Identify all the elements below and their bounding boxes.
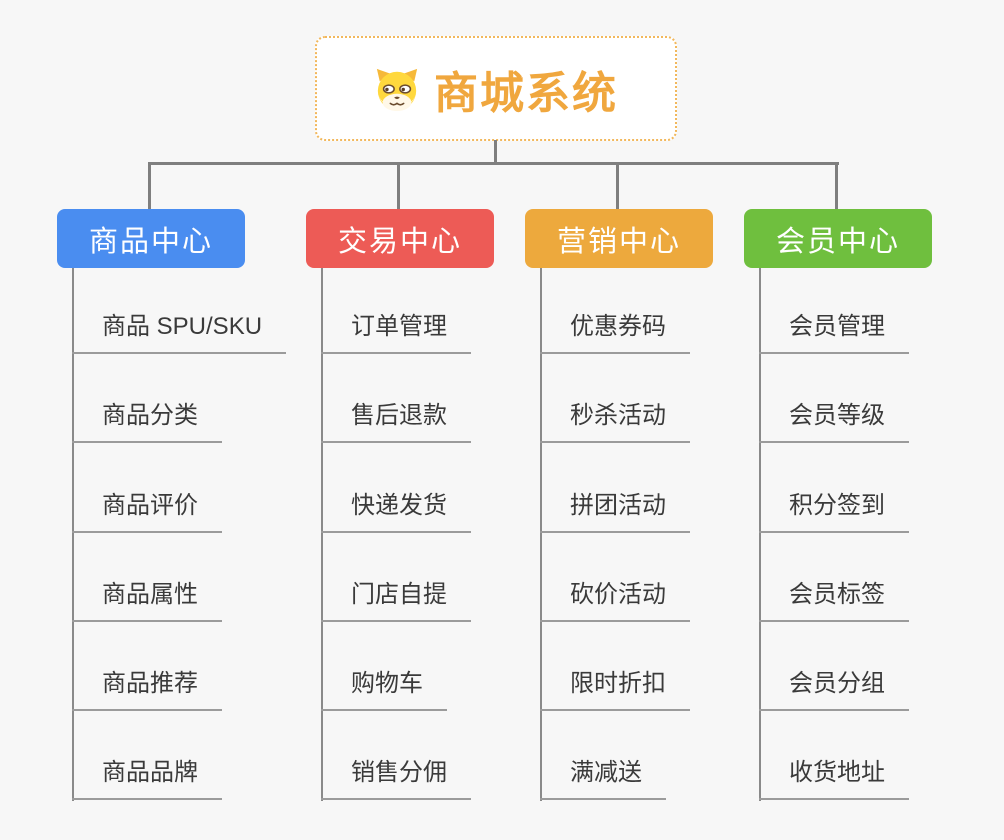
tree-node[interactable]: 销售分佣: [321, 758, 471, 801]
tree-node[interactable]: 商品推荐: [72, 669, 222, 712]
tree-node[interactable]: 满减送: [540, 758, 666, 801]
tree-node[interactable]: 快递发货: [321, 491, 471, 533]
connector-drop-trade: [397, 163, 400, 210]
connector-root-stub: [494, 140, 497, 163]
tree-node[interactable]: 砍价活动: [540, 580, 690, 622]
tree-node[interactable]: 拼团活动: [540, 491, 690, 533]
tree-node[interactable]: 会员标签: [759, 580, 909, 622]
tree-node[interactable]: 订单管理: [321, 312, 471, 354]
branch-items: 商品 SPU/SKU 商品分类 商品评价 商品属性 商品推荐 商品品牌: [72, 268, 287, 801]
tree-node[interactable]: 商品分类: [72, 401, 222, 444]
branch-items: 会员管理 会员等级 积分签到 会员标签 会员分组 收货地址: [759, 268, 909, 801]
branch-header[interactable]: 商品中心: [57, 209, 245, 268]
branch-marketing-center: 营销中心 优惠券码 秒杀活动 拼团活动 砍价活动 限时折扣 满减送: [525, 209, 713, 801]
branch-title: 交易中心: [337, 225, 462, 258]
branch-header[interactable]: 会员中心: [744, 209, 932, 268]
connector-bus: [148, 162, 839, 165]
connector-branch-line: [759, 268, 761, 801]
branch-trade-center: 交易中心 订单管理 售后退款 快递发货 门店自提 购物车 销售分佣: [306, 209, 494, 801]
branch-product-center: 商品中心 商品 SPU/SKU 商品分类 商品评价 商品属性 商品推荐 商品品牌: [57, 209, 287, 801]
connector-branch-line: [72, 268, 74, 801]
connector-drop-marketing: [616, 163, 619, 210]
branch-member-center: 会员中心 会员管理 会员等级 积分签到 会员标签 会员分组 收货地址: [744, 209, 932, 801]
tree-node[interactable]: 门店自提: [321, 580, 471, 622]
tree-node[interactable]: 限时折扣: [540, 669, 690, 712]
branch-title: 会员中心: [775, 225, 900, 258]
connector-branch-line: [321, 268, 323, 801]
tree-node[interactable]: 商品属性: [72, 580, 222, 622]
tree-node[interactable]: 优惠券码: [540, 312, 690, 354]
branch-header[interactable]: 营销中心: [525, 209, 713, 268]
branch-header[interactable]: 交易中心: [306, 209, 494, 268]
tree-node[interactable]: 会员管理: [759, 312, 909, 354]
tree-node[interactable]: 售后退款: [321, 401, 471, 444]
root-node[interactable]: 商城系统: [315, 36, 677, 141]
dog-face-icon: [374, 66, 420, 112]
tree-node[interactable]: 商品评价: [72, 491, 222, 533]
tree-node[interactable]: 收货地址: [759, 758, 909, 801]
branch-items: 优惠券码 秒杀活动 拼团活动 砍价活动 限时折扣 满减送: [540, 268, 690, 801]
tree-node[interactable]: 会员等级: [759, 401, 909, 444]
tree-node[interactable]: 商品 SPU/SKU: [72, 312, 287, 354]
connector-drop-product: [148, 163, 151, 210]
connector-drop-member: [835, 163, 838, 210]
tree-node[interactable]: 秒杀活动: [540, 401, 690, 444]
tree-node[interactable]: 商品品牌: [72, 758, 222, 801]
root-title: 商城系统: [434, 68, 618, 118]
tree-node[interactable]: 购物车: [321, 669, 447, 712]
tree-node[interactable]: 积分签到: [759, 491, 909, 533]
branch-title: 商品中心: [88, 225, 213, 258]
connector-branch-line: [540, 268, 542, 801]
branch-items: 订单管理 售后退款 快递发货 门店自提 购物车 销售分佣: [321, 268, 471, 801]
branch-title: 营销中心: [556, 225, 681, 258]
tree-node[interactable]: 会员分组: [759, 669, 909, 712]
